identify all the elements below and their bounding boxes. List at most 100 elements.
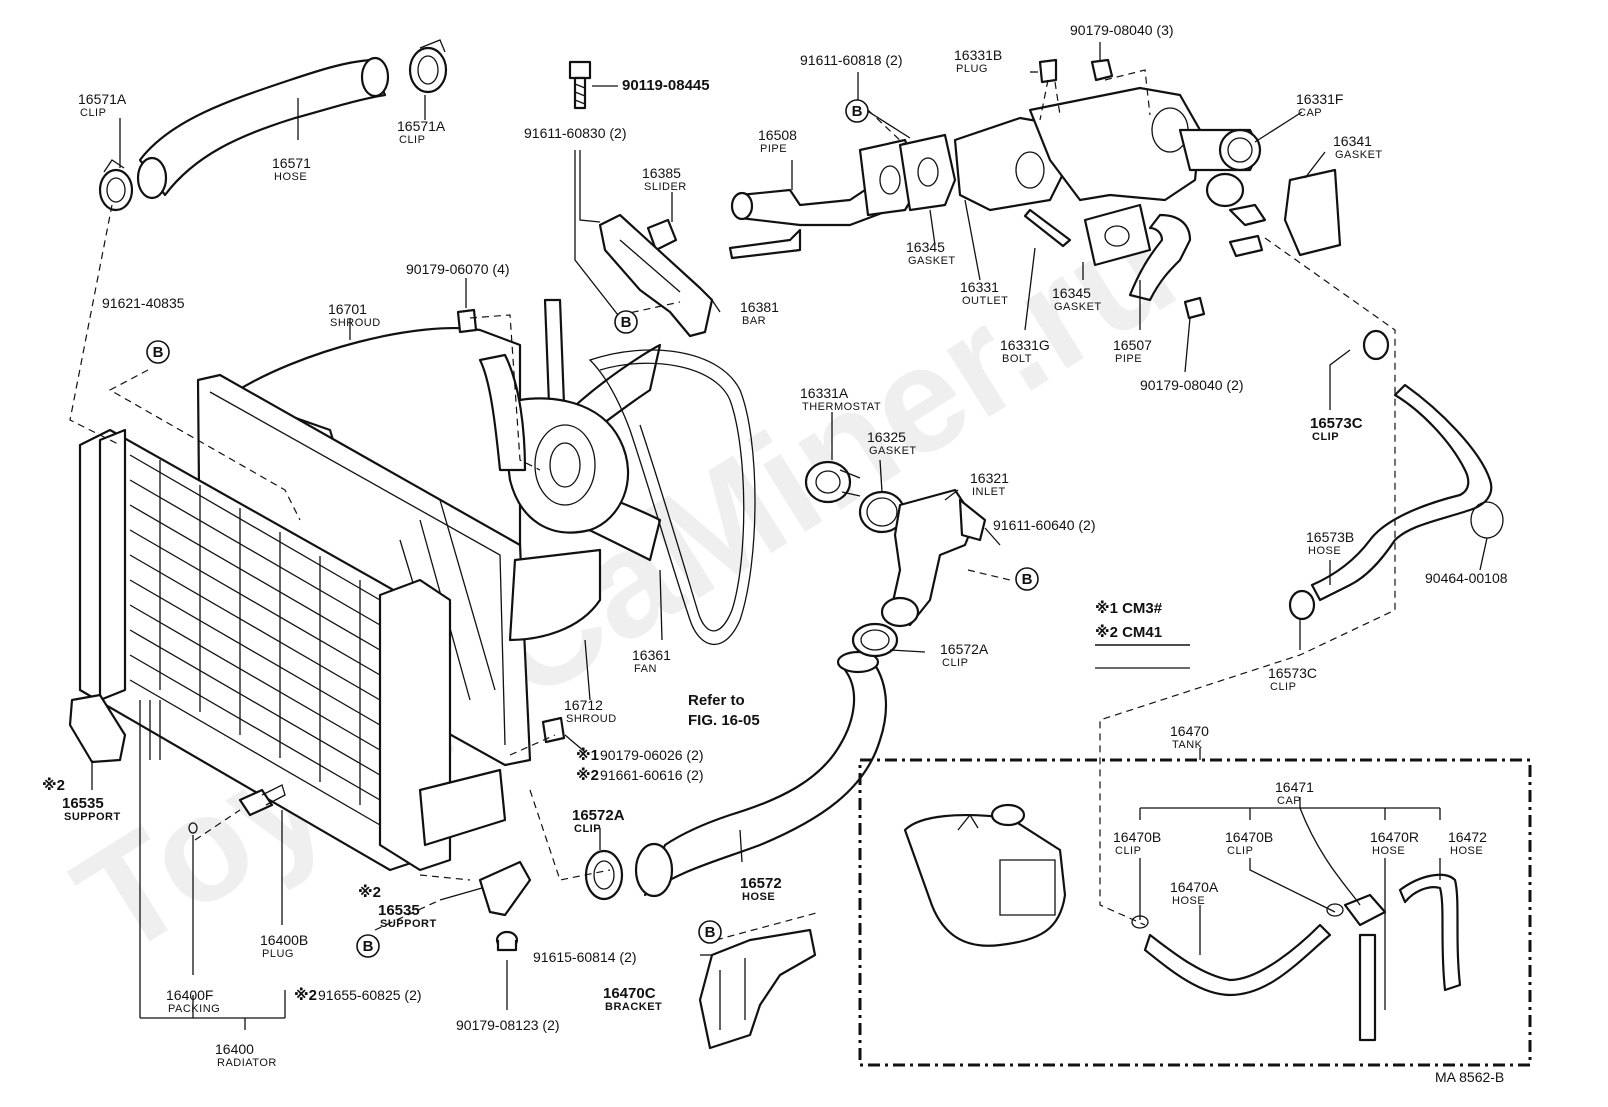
part-number: 16472: [1448, 829, 1487, 845]
part-name: RADIATOR: [217, 1057, 277, 1069]
part-name: PIPE: [1115, 353, 1142, 365]
part-name: BOLT: [1002, 353, 1032, 365]
part-number: 91615-60814 (2): [533, 949, 637, 965]
lower-radiator-hose-drawing: [584, 622, 899, 901]
svg-text:B: B: [852, 103, 863, 120]
svg-text:B: B: [153, 344, 164, 361]
part-name: CLIP: [399, 134, 425, 146]
part-number: 16470R: [1370, 829, 1419, 845]
part-name: INLET: [972, 486, 1006, 498]
part-number: 16712: [564, 697, 603, 713]
part-number: 16331: [960, 279, 999, 295]
part-name: CAP: [1298, 107, 1322, 119]
part-number: 16470A: [1170, 879, 1219, 895]
part-number: 16470: [1170, 723, 1209, 739]
part-number: 16571A: [397, 118, 446, 134]
part-name: CLIP: [1115, 845, 1141, 857]
radiator-drawing: [78, 428, 507, 872]
part-number: 16572: [740, 875, 782, 892]
svg-text:B: B: [621, 314, 632, 331]
part-name: OUTLET: [962, 295, 1008, 307]
part-number: 90179-06026 (2): [600, 747, 704, 763]
part-number: 16571: [272, 155, 311, 171]
part-name: PLUG: [262, 948, 294, 960]
part-name: SUPPORT: [380, 918, 437, 930]
svg-text:B: B: [363, 938, 374, 955]
part-number: 16508: [758, 127, 797, 143]
pipe-16507-drawing: [1128, 213, 1192, 302]
part-name: SLIDER: [644, 181, 687, 193]
svg-text:B: B: [1022, 571, 1033, 588]
part-name: CLIP: [1270, 681, 1296, 693]
callout-c29: 90464-00108: [1425, 570, 1508, 586]
legend-line-2: ※2 CM41: [1095, 623, 1162, 641]
part-number: 16471: [1275, 779, 1314, 795]
gasket-16341-drawing: [1283, 168, 1342, 257]
callout-mark: ※2: [576, 766, 599, 784]
reference-note-line-1: Refer to: [688, 692, 745, 709]
lower-shroud-drawing: [508, 548, 602, 642]
part-name: FAN: [634, 663, 657, 675]
part-name: CLIP: [1227, 845, 1253, 857]
part-number: 91621-40835: [102, 295, 185, 311]
drain-plug-drawing: [188, 784, 286, 834]
part-number: 16535: [62, 795, 104, 812]
part-name: TANK: [1172, 739, 1203, 751]
part-name: BAR: [742, 315, 766, 327]
water-inlet-drawing: [880, 488, 987, 628]
callout-c13: 90179-08040 (3): [1070, 22, 1174, 38]
part-number: 16573B: [1306, 529, 1354, 545]
part-number: 16573C: [1268, 665, 1317, 681]
part-number: 16381: [740, 299, 779, 315]
ref-marker-b: B: [845, 99, 869, 123]
thermostat-drawing: [804, 460, 861, 504]
part-number: 16701: [328, 301, 367, 317]
legend-line-1: ※1 CM3#: [1095, 599, 1163, 617]
callout-c08: 90179-06070 (4): [406, 261, 510, 277]
part-name: BRACKET: [605, 1001, 662, 1013]
part-number: 90119-08445: [622, 77, 710, 94]
part-name: GASKET: [1335, 149, 1383, 161]
tank-assembly-box: [858, 758, 1532, 1067]
part-name: HOSE: [274, 171, 307, 183]
nut-drawing: [495, 930, 519, 952]
diagram-code: MA 8562-B: [1435, 1069, 1504, 1085]
part-name: CAP: [1277, 795, 1301, 807]
part-name: HOSE: [1172, 895, 1205, 907]
bolt-drawing: [568, 60, 592, 110]
part-number: 16331A: [800, 385, 849, 401]
part-name: CLIP: [80, 107, 106, 119]
part-number: 16470B: [1113, 829, 1161, 845]
outlet-gasket-and-bolt-drawing: [1023, 203, 1152, 267]
part-name: THERMOSTAT: [802, 401, 881, 413]
upper-radiator-hose-drawing: [136, 56, 390, 200]
leader-lines: [91, 42, 1488, 1030]
part-number: 90464-00108: [1425, 570, 1508, 586]
part-number: 16470C: [603, 985, 656, 1002]
callout-c52: 90179-08123 (2): [456, 1017, 560, 1033]
bypass-hose-drawing: [1288, 329, 1504, 621]
part-number: 16341: [1333, 133, 1372, 149]
part-name: SHROUD: [566, 713, 617, 725]
part-name: PLUG: [956, 63, 988, 75]
callout-mark: ※2: [358, 883, 381, 901]
